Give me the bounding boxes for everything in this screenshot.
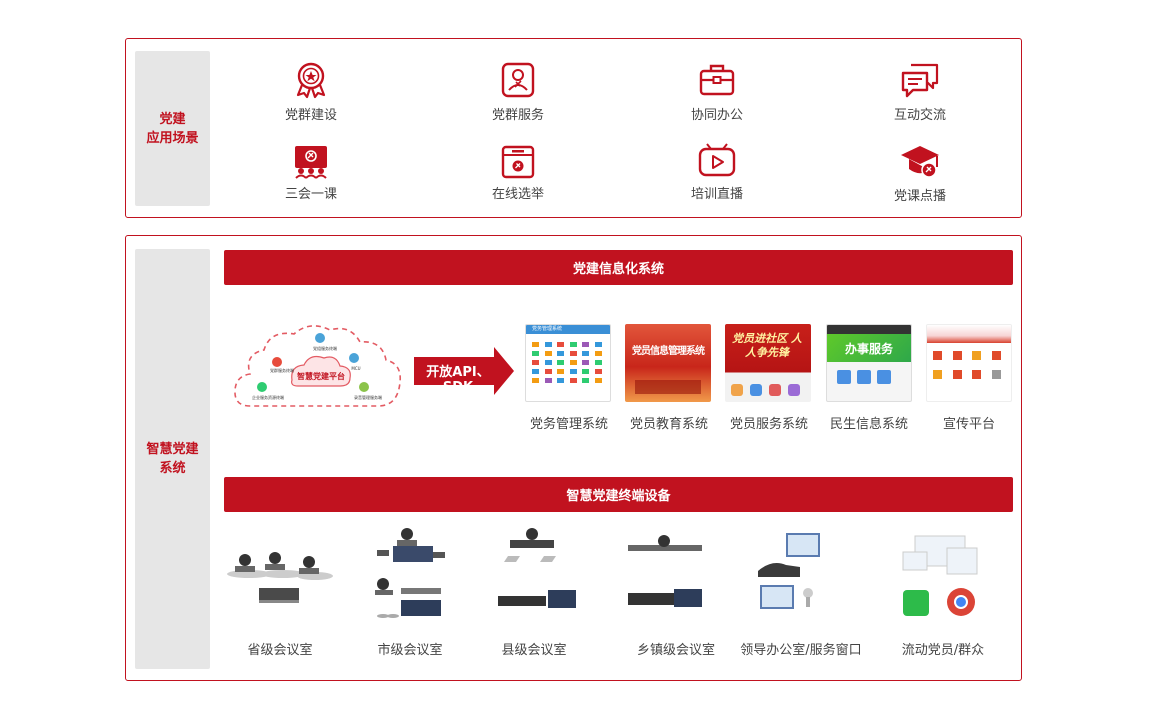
- device-provincial: [227, 552, 333, 603]
- app-label: 在线选举: [491, 187, 544, 202]
- graduation-cap-icon: [901, 146, 939, 178]
- app-interactive-exchange[interactable]: 互动交流: [860, 60, 980, 123]
- app-label: 党群建设: [284, 108, 337, 123]
- wechat-icon: [903, 590, 929, 616]
- device-mobile-users: [902, 535, 978, 616]
- cloud-platform-diagram: 智慧党建平台 党组服务终端 党群服务终端 MCU 企业服务资源终端 录音管理服务…: [234, 325, 402, 407]
- app-party-course-vod[interactable]: 党课点播: [860, 143, 980, 204]
- device-office-window: [758, 533, 820, 609]
- system-label: 党员服务系统: [729, 417, 808, 432]
- cloud-node-label: 企业服务资源终端: [252, 394, 284, 400]
- user-badge-icon: [501, 62, 535, 98]
- thumb-caption: 办事服务: [844, 341, 893, 356]
- device-label: 领导办公室/服务窗口: [740, 643, 862, 658]
- api-arrow: [414, 347, 514, 395]
- system-thumb-party-service[interactable]: 党员进社区 人人争先锋: [725, 324, 811, 402]
- system-label: 党务管理系统: [529, 417, 608, 432]
- device-municipal: [375, 528, 445, 618]
- app-label: 培训直播: [690, 187, 743, 202]
- system-thumb-party-affairs[interactable]: 党务管理系统: [525, 324, 611, 402]
- award-medal-icon: [296, 62, 326, 99]
- api-arrow-label: 开放API、SDK: [426, 365, 490, 395]
- system-label: 民生信息系统: [829, 417, 908, 432]
- scenario-panel: 党建 应用场景 党群建设 党群服务 协同办公: [125, 38, 1022, 218]
- briefcase-icon: [699, 64, 735, 96]
- app-label: 党群服务: [491, 108, 544, 123]
- cloud-node-label: 录音管理服务端: [354, 394, 382, 400]
- app-label: 协同办公: [690, 108, 743, 123]
- live-video-icon: [698, 143, 736, 177]
- app-online-election[interactable]: 在线选举: [458, 143, 578, 202]
- ballot-box-icon: [501, 145, 535, 179]
- device-township: [628, 535, 702, 607]
- system-label: 党员教育系统: [629, 417, 708, 432]
- thumb-caption: 党员进社区 人人争先锋: [732, 332, 802, 359]
- scenario-side-label: 党建 应用场景: [135, 51, 210, 206]
- app-label: 党课点播: [893, 189, 946, 204]
- device-label: 省级会议室: [247, 643, 313, 658]
- cloud-node-label: 党组服务终端: [313, 345, 337, 351]
- cloud-node-label: MCU: [351, 366, 360, 371]
- app-live-training[interactable]: 培训直播: [657, 143, 777, 202]
- device-label: 县级会议室: [501, 643, 567, 658]
- device-label: 市级会议室: [377, 643, 443, 658]
- smart-system-side-label: 智慧党建 系统: [135, 249, 210, 669]
- cloud-center-label: 智慧党建平台: [297, 371, 345, 381]
- chat-bubbles-icon: [901, 63, 939, 98]
- device-label: 乡镇级会议室: [636, 643, 715, 658]
- info-system-bar: 党建信息化系统: [224, 250, 1013, 285]
- system-label: 宣传平台: [942, 417, 995, 432]
- app-label: 三会一课: [284, 187, 337, 202]
- app-label: 互动交流: [893, 108, 946, 123]
- system-thumb-livelihood[interactable]: 办事服务: [826, 324, 912, 402]
- app-party-service[interactable]: 党群服务: [458, 60, 578, 123]
- terminal-devices-bar: 智慧党建终端设备: [224, 477, 1013, 512]
- system-thumb-party-education[interactable]: 党员信息管理系统: [625, 324, 711, 402]
- presentation-board-icon: [295, 146, 327, 179]
- app-party-building[interactable]: 党群建设: [251, 60, 371, 123]
- app-collaborative-office[interactable]: 协同办公: [657, 60, 777, 123]
- cloud-node-label: 党群服务终端: [270, 367, 294, 373]
- smart-system-panel: 智慧党建 系统 党建信息化系统 智慧党建平台 党组服务终端 党群服务终端 MCU…: [125, 235, 1022, 681]
- device-county: [498, 528, 576, 608]
- system-thumb-publicity[interactable]: [926, 324, 1012, 402]
- thumb-caption: 党务管理系统: [532, 326, 563, 332]
- app-three-meetings[interactable]: 三会一课: [251, 143, 371, 202]
- thumb-caption: 党员信息管理系统: [632, 346, 705, 357]
- device-label: 流动党员/群众: [901, 643, 985, 658]
